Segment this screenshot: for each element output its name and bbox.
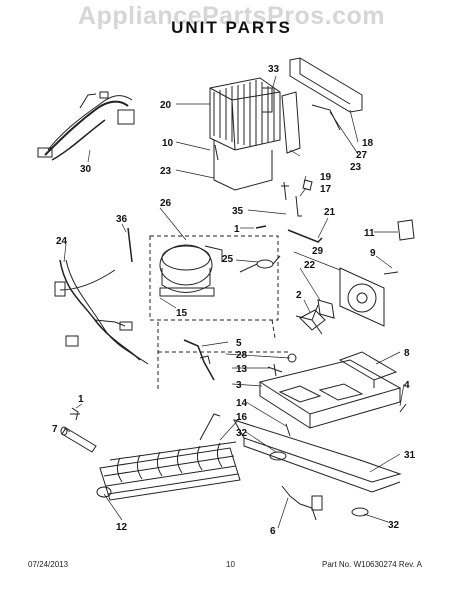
callout-labels: 33 20 10 23 18 27 23 19 17 35 21 30 36 2…	[52, 64, 416, 537]
diagram-title: UNIT PARTS	[171, 18, 292, 37]
callout: 24	[56, 236, 68, 247]
wire-harness-drawing	[37, 91, 135, 161]
callout: 3	[236, 380, 242, 391]
evaporator-coil-drawing	[96, 413, 241, 501]
callout: 12	[116, 522, 128, 533]
callout: 23	[160, 166, 172, 177]
callout: 6	[270, 526, 276, 537]
callout: 15	[176, 308, 188, 319]
callout: 33	[268, 64, 280, 75]
callout: 22	[304, 260, 316, 271]
callout: 32	[388, 520, 400, 531]
compressor-drawing	[159, 244, 281, 297]
drier-drawing	[183, 339, 297, 381]
callout: 2	[296, 290, 302, 301]
callout: 29	[312, 246, 324, 257]
compressor-group-outline	[149, 235, 279, 321]
watermark: AppliancePartsPros.com	[78, 2, 385, 30]
main-harness-drawing	[54, 259, 149, 365]
callout: 31	[404, 450, 416, 461]
callout: 25	[222, 254, 234, 265]
footer-part-number: Part No. W10630274 Rev. A	[322, 560, 422, 569]
callout: 14	[236, 398, 248, 409]
callout: 13	[236, 364, 248, 375]
callout: 21	[324, 207, 336, 218]
callout: 4	[404, 380, 410, 391]
callout: 16	[236, 412, 248, 423]
callout: 27	[356, 150, 368, 161]
heater-drawing	[60, 407, 97, 453]
leader-lines	[63, 75, 405, 529]
callout: 11	[364, 228, 375, 239]
footer-date: 07/24/2013	[28, 560, 69, 569]
footer-page-number: 10	[226, 560, 235, 569]
callout: 5	[236, 338, 242, 349]
base-pan-drawing	[232, 351, 402, 493]
condenser-bracket-drawing	[281, 57, 363, 154]
callout: 19	[320, 172, 332, 183]
callout: 7	[52, 424, 58, 435]
callout: 18	[362, 138, 374, 149]
callout: 36	[116, 214, 128, 225]
callout: 32	[236, 428, 248, 439]
callout: 8	[404, 348, 410, 359]
callout: 30	[80, 164, 92, 175]
drain-parts-drawing	[269, 403, 407, 521]
callout: 26	[160, 198, 172, 209]
callout: 20	[160, 100, 172, 111]
callout: 23	[350, 162, 362, 173]
callout: 1	[234, 224, 240, 235]
small-fasteners-drawing	[281, 179, 323, 243]
fan-assembly-drawing	[295, 219, 415, 335]
condenser-drawing	[209, 77, 281, 191]
callout: 1	[78, 394, 84, 405]
callout: 35	[232, 206, 244, 217]
callout: 9	[370, 248, 376, 259]
callout: 28	[236, 350, 248, 361]
callout: 10	[162, 138, 174, 149]
callout: 17	[320, 184, 332, 195]
